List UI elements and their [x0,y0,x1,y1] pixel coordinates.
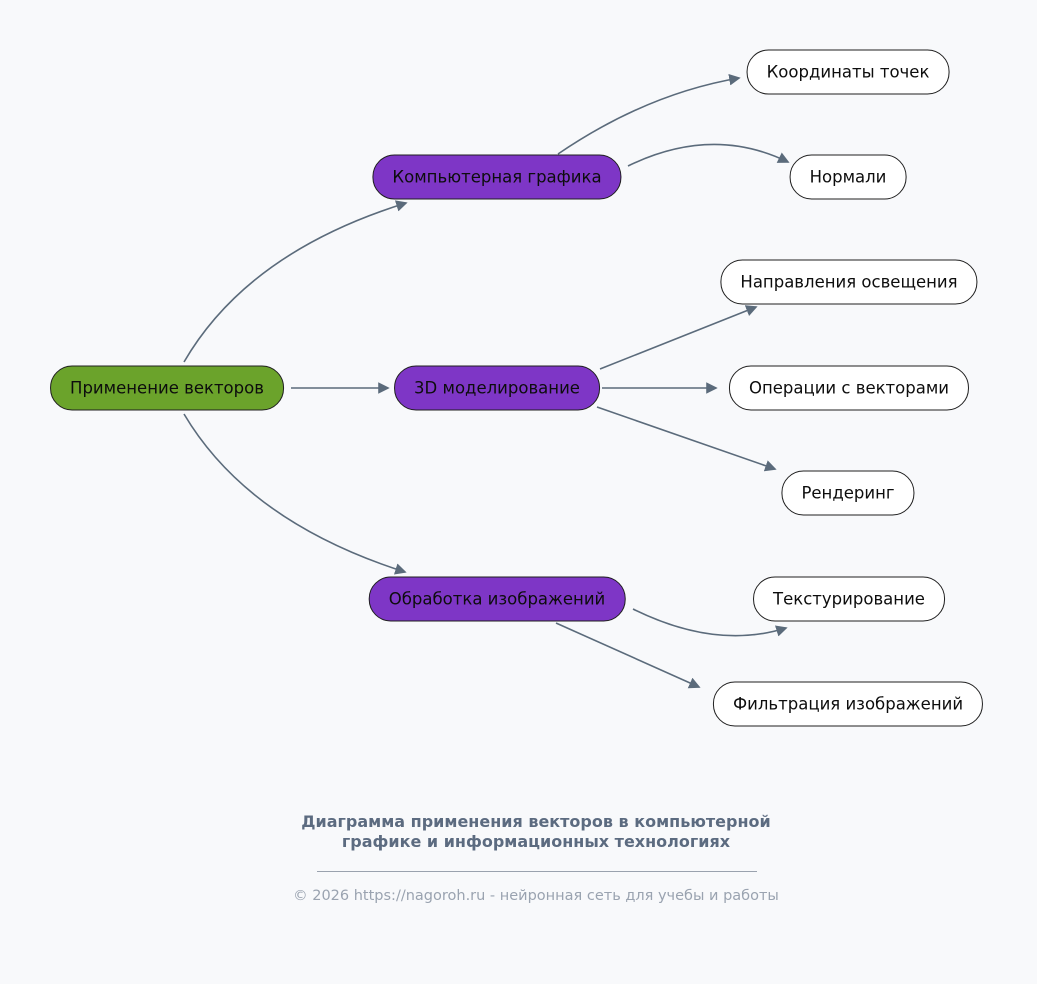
node-texturing: Текстурирование [753,576,945,622]
node-rendering: Рендеринг [781,470,915,516]
footer-credit: © 2026 https://nagoroh.ru - нейронная се… [293,888,779,904]
node-image-processing: Обработка изображений [368,576,626,622]
node-normals-label: Нормали [809,167,887,187]
edge-root-to-computer-graphics [183,200,408,363]
node-lighting-directions: Направления освещения [720,259,978,305]
node-point-coordinates-label: Координаты точек [766,62,930,82]
edge-computer-graphics-to-point-coordinates [557,73,741,155]
node-point-coordinates: Координаты точек [746,49,950,95]
edge-image-processing-to-texturing [632,608,788,637]
node-image-processing-label: Обработка изображений [388,589,606,609]
node-root: Применение векторов [50,365,284,411]
node-normals: Нормали [789,154,907,200]
node-modeling-3d-label: 3D моделирование [414,378,580,398]
diagram-caption: Диаграмма применения векторов в компьюте… [301,812,770,851]
edge-image-processing-to-image-filtering [555,622,701,689]
node-root-label: Применение векторов [70,378,264,398]
node-modeling-3d: 3D моделирование [394,365,600,411]
edge-computer-graphics-to-normals [627,143,790,167]
node-image-filtering-label: Фильтрация изображений [732,694,964,714]
edge-modeling-3d-to-lighting-directions [599,305,758,370]
node-vector-operations-label: Операции с векторами [748,378,950,398]
node-vector-operations: Операции с векторами [728,365,970,411]
caption-line-2: графике и информационных технологиях [341,831,731,851]
node-lighting-directions-label: Направления освещения [740,272,958,292]
node-rendering-label: Рендеринг [801,483,895,503]
node-computer-graphics: Компьютерная графика [372,154,622,200]
edge-modeling-3d-to-rendering [596,406,777,472]
caption-separator [317,871,757,872]
node-computer-graphics-label: Компьютерная графика [392,167,602,187]
edge-root-to-image-processing [183,413,407,575]
caption-line-1: Диаграмма применения векторов в компьюте… [301,812,771,831]
node-texturing-label: Текстурирование [773,589,925,609]
node-image-filtering: Фильтрация изображений [712,681,984,727]
